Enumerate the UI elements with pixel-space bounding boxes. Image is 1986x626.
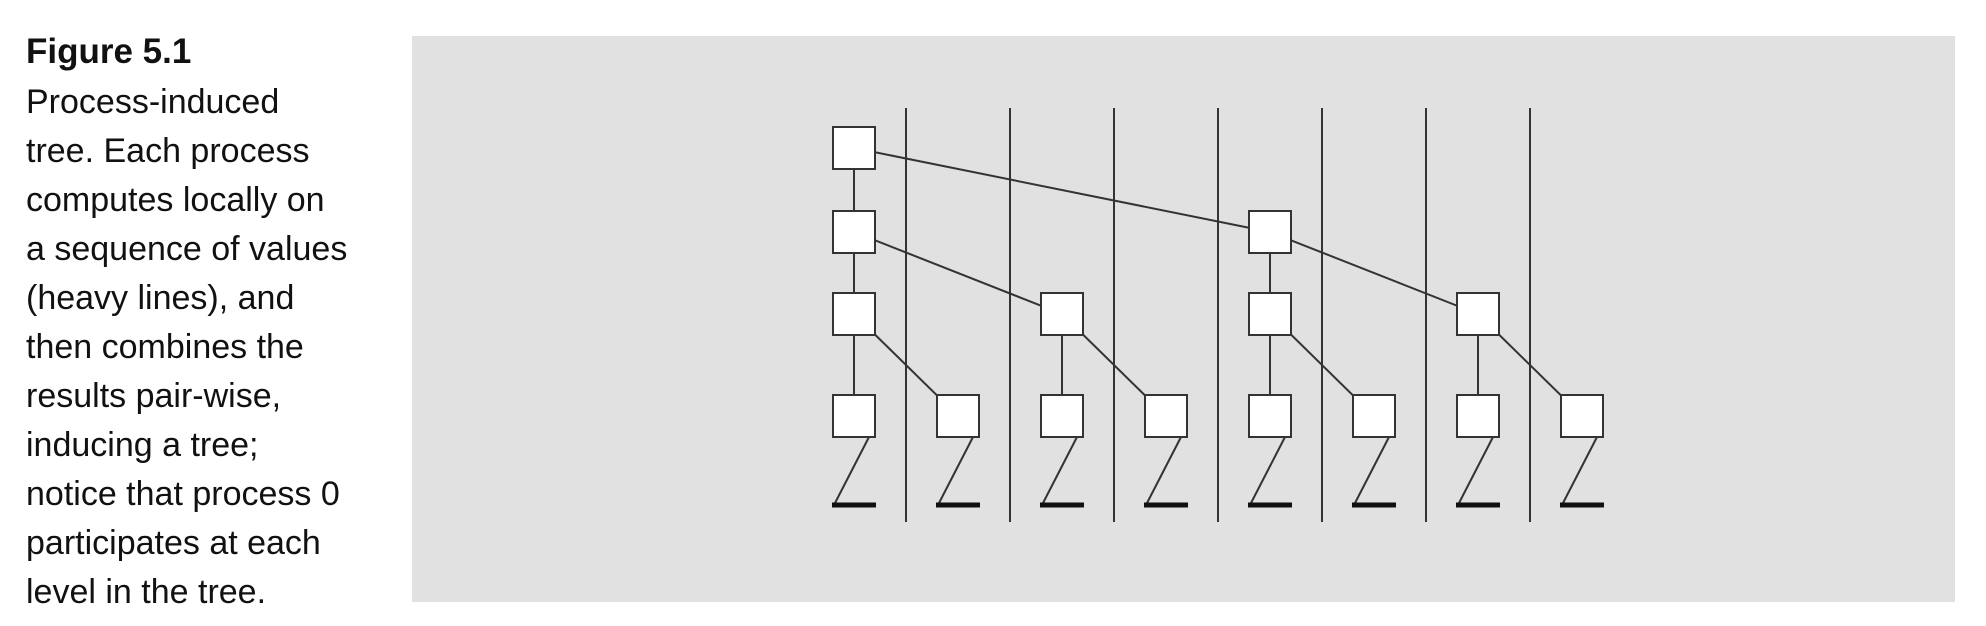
local-compute-line-7 [1561,436,1598,506]
caption-line-2: tree. Each process [26,132,310,170]
tree-node-level2-process2 [1040,292,1084,336]
tree-node-level3-process7 [1560,394,1604,438]
local-compute-line-1 [937,436,974,506]
caption-line-3: computes locally on [26,181,325,219]
tree-edge-6 [1269,231,1479,315]
caption-line-8: inducing a tree; [26,426,259,464]
caption-line-5: (heavy lines), and [26,279,295,317]
local-compute-line-0 [833,436,870,506]
tree-edge-2 [853,147,1271,233]
tree-node-level2-process6 [1456,292,1500,336]
caption-line-7: results pair-wise, [26,377,282,415]
tree-node-level3-process0 [832,394,876,438]
tree-node-level0-process0 [832,126,876,170]
tree-node-level2-process4 [1248,292,1292,336]
caption-line-6: then combines the [26,328,304,366]
local-compute-line-3 [1145,436,1182,506]
figure-caption: Figure 5.1 Process-induced tree. Each pr… [26,30,396,617]
caption-line-1: Process-induced [26,83,280,121]
tree-edge-4 [853,231,1063,315]
figure-label: Figure 5.1 [26,32,192,71]
tree-node-level3-process6 [1456,394,1500,438]
tree-node-level3-process2 [1040,394,1084,438]
caption-line-11: level in the tree. [26,573,267,611]
tree-node-level2-process0 [832,292,876,336]
caption-line-10: participates at each [26,524,321,562]
tree-node-level1-process4 [1248,210,1292,254]
local-compute-line-6 [1457,436,1494,506]
local-compute-line-4 [1249,436,1286,506]
local-compute-line-2 [1041,436,1078,506]
tree-node-level3-process3 [1144,394,1188,438]
tree-node-level1-process0 [832,210,876,254]
tree-node-level3-process4 [1248,394,1292,438]
diagram-panel [412,36,1955,602]
local-compute-line-5 [1353,436,1390,506]
tree-node-level3-process1 [936,394,980,438]
caption-line-9: notice that process 0 [26,475,340,513]
process-tree-diagram [832,108,1604,522]
caption-line-4: a sequence of values [26,230,348,268]
tree-node-level3-process5 [1352,394,1396,438]
